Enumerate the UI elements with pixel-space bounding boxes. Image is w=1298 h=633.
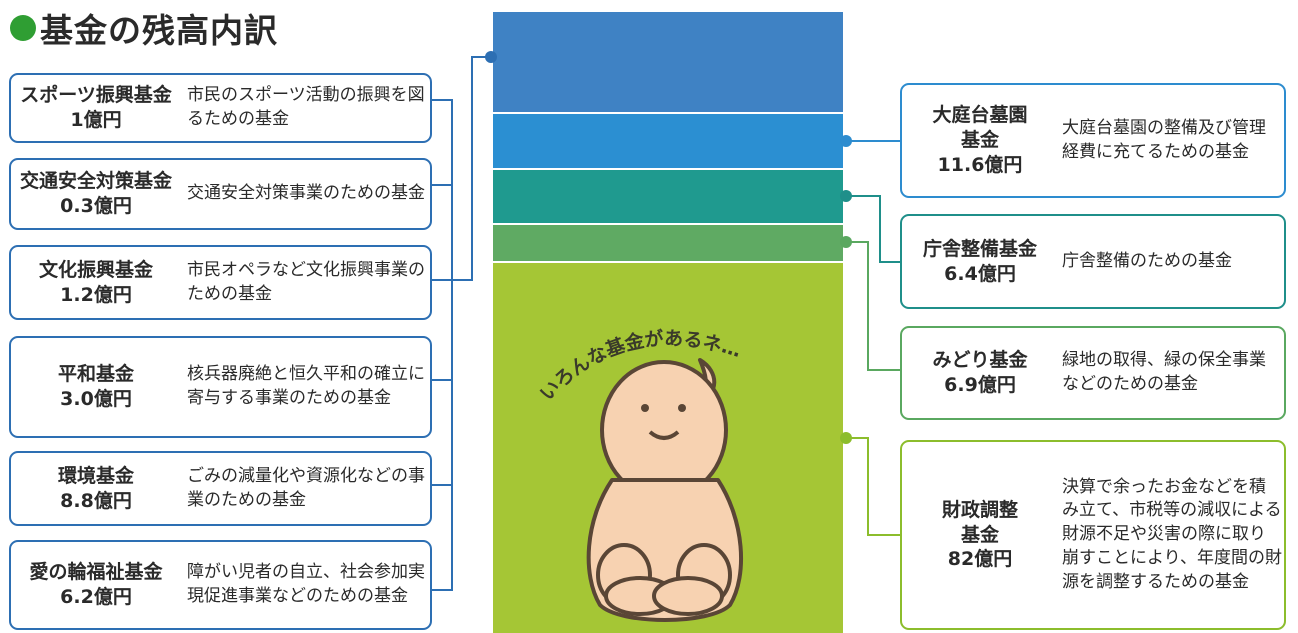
fund-description: 庁舎整備のための基金 [1062,250,1232,271]
fund-description: 緑地の取得、緑の保全事業などのための基金 [1062,350,1266,394]
fund-amount: 11.6億円 [937,153,1023,176]
fund-name: みどり基金 [932,349,1028,372]
fund-amount: 1.2億円 [60,283,132,306]
fund-name: 平和基金 [57,363,134,386]
fund-description: 交通安全対策事業のための基金 [187,183,425,204]
fund-description: 核兵器廃絶と恒久平和の確立に寄与する事業のための基金 [187,364,425,408]
mascot-character-icon [586,358,744,622]
bullet-dot-icon [10,15,36,41]
fund-name: 環境基金 [57,464,134,487]
fund-amount: 8.8億円 [60,489,132,512]
connector-government-line [846,195,900,263]
fund-description: ごみの減量化や資源化などの事業のための基金 [187,465,425,510]
connector-dot-icon [840,135,852,147]
connector-dot-icon [840,236,852,248]
fund-name-line2: 基金 [960,129,999,152]
connector-dot-icon [840,432,852,444]
connector-midori-line [846,241,900,371]
fund-description: 市民のスポーツ活動の振興を図るための基金 [187,85,425,129]
left-connector-line [432,56,490,591]
connector-fiscal-line [846,437,900,536]
fund-amount: 6.4億円 [944,262,1016,285]
fund-name: 愛の輪福祉基金 [29,561,163,584]
fund-name: スポーツ振興基金 [20,84,172,107]
fund-amount: 3.0億円 [60,388,132,410]
fund-amount: 1億円 [70,109,122,131]
fund-name: 文化振興基金 [38,258,153,281]
fund-description: 決算で余ったお金などを積み立て、市税等の減収による財源不足や災害の際に取り崩すこ… [1062,476,1282,592]
fund-name: 庁舎整備基金 [922,237,1037,260]
bar-segment-government-building [493,170,843,223]
fund-description: 市民オペラなど文化振興事業のための基金 [187,259,425,304]
fund-description: 障がい児者の自立、社会参加実現促進事業などのための基金 [187,562,425,606]
fund-amount: 6.9億円 [944,374,1016,396]
connector-dot-icon [485,51,497,63]
bar-segment-midori [493,225,843,261]
fund-amount: 0.3億円 [60,195,132,217]
connector-dot-icon [840,190,852,202]
fund-amount: 82億円 [947,548,1013,571]
fund-name-line2: 基金 [960,523,999,546]
fund-description: 大庭台墓園の整備及び管理経費に充てるための基金 [1062,117,1266,162]
page-title: 基金の残高内訳 [10,6,278,50]
fund-name: 財政調整 [941,498,1018,521]
fund-amount: 6.2億円 [60,586,132,608]
fund-name: 交通安全対策基金 [19,170,172,193]
bar-segment-other-funds [493,12,843,112]
bar-segment-odaidai-cemetery [493,114,843,168]
fund-name: 大庭台墓園 [932,104,1028,127]
